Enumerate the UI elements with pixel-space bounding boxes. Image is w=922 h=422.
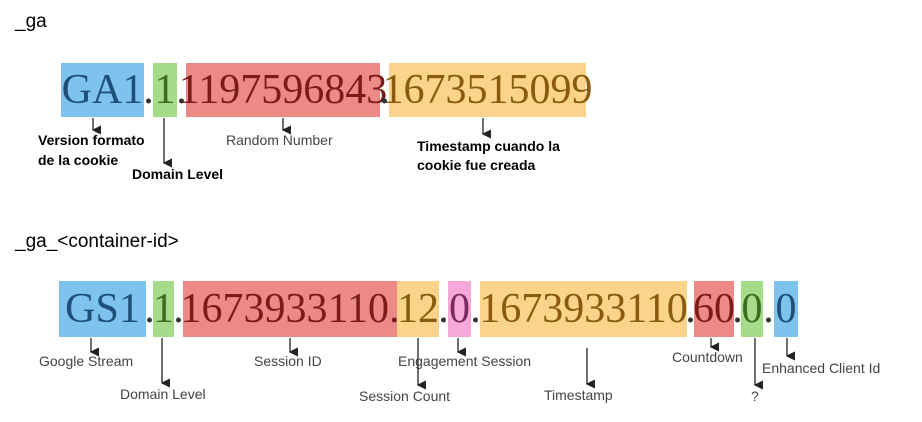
gs-separator: . [438,286,449,332]
ga-domain-label: Domain Level [132,166,224,182]
gs-session-count-label: Session Count [359,388,451,404]
gs-stream-segment: GS1 [59,281,146,337]
ga-version-label-line2: de la cookie [38,152,119,168]
gs-timestamp-segment: 1673933110 [479,281,688,337]
gs-stream-label: Google Stream [39,353,134,369]
gs-domain-label: Domain Level [120,386,206,402]
ga-random-label: Random Number [226,132,333,148]
ga-separator: . [143,67,154,113]
gs-engagement-label: Engagement Session [398,353,532,369]
gs-session-id-label: Session ID [254,353,322,369]
gs-engagement-segment: 0 [448,281,471,337]
ga-separator: . [379,67,390,113]
gs-enhanced-id-segment: 0 [774,281,798,337]
gs-countdown-label: Countdown [672,349,743,365]
gs-separator: . [470,286,481,332]
gs-question-label: ? [751,388,759,404]
gs-separator: . [173,286,184,332]
gs-separator: . [144,286,155,332]
gs-separator: . [763,286,774,332]
ga-domain-segment: 1 [153,63,177,117]
ga-version-segment: GA1 [61,63,144,117]
ga-random-segment: 1197596843 [179,63,387,117]
gs-session-id-segment: 1673933110. [181,281,399,337]
gs-domain-segment: 1 [153,281,174,337]
gs-session-count-segment: 12 [397,281,439,337]
ga-timestamp-label-line2: cookie fue creada [417,157,536,173]
ga-version-label-line1: Version formato [38,132,145,148]
ga-container-heading: _ga_<container-id> [15,231,179,252]
gs-countdown-segment: 60 [693,281,735,337]
gs-timestamp-label: Timestamp [544,387,613,403]
ga-timestamp-label-line1: Timestamp cuando la [417,138,560,154]
gs-separator: . [685,286,696,332]
gs-enhanced-id-label: Enhanced Client Id [762,360,881,376]
gs-unknown-segment: 0 [741,281,763,337]
gs-separator: . [732,286,743,332]
ga-separator: . [176,67,187,113]
ga-timestamp-segment: 1673515099 [383,63,593,117]
ga-heading: _ga [15,11,47,32]
